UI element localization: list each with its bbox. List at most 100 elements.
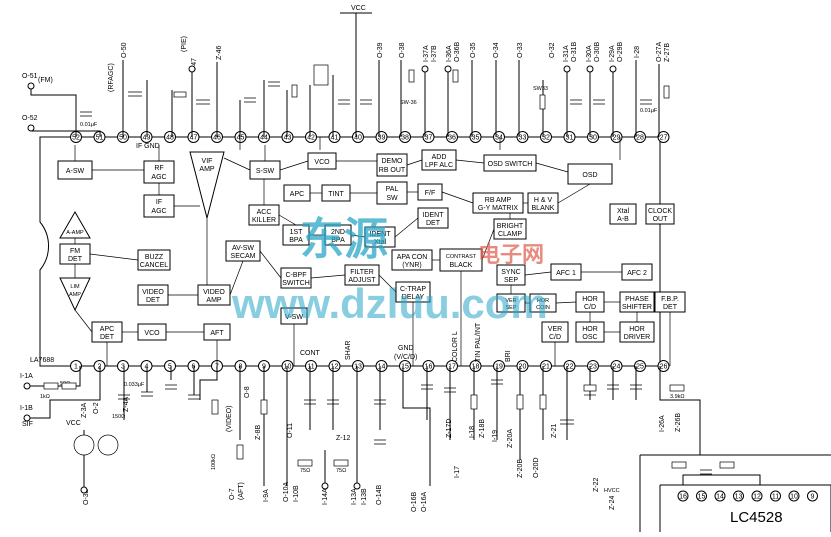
apcdet-l1: APC (100, 326, 114, 333)
bottom-external: I-1A I-1B SIF VCC 1kΩ 50Ω 0.033μF 150Ω Z… (20, 366, 701, 512)
pin-label-15: 15 (401, 364, 409, 371)
sync-l1: SYNC (501, 269, 520, 276)
aft-block-label: AFT (210, 330, 224, 337)
v-sw-label: V-SW (285, 314, 303, 321)
conn-o30b: O-30B (594, 41, 601, 62)
vdet-l1: VIDEO (142, 289, 164, 296)
conn-i1a: I-1A (20, 373, 33, 380)
afc1-label: AFC 1 (556, 270, 576, 277)
pin-13 (733, 490, 744, 502)
vamp-l1: VIDEO (203, 289, 225, 296)
lc4528-name: LC4528 (730, 509, 783, 526)
conn-i19: I-19 (492, 430, 499, 442)
demo-l1: DEMO (382, 158, 404, 165)
pin-14 (714, 490, 726, 502)
aft-paren-label: (AFT) (238, 482, 245, 500)
pin-label-34: 34 (495, 135, 503, 142)
la7688-chip: LA7688 (30, 136, 661, 367)
pin-label-11: 11 (772, 494, 779, 501)
apcdet-l2: DET (100, 334, 115, 341)
conn-z20b: Z-20B (517, 459, 524, 478)
pin-label-28: 28 (636, 135, 644, 142)
conn-o33: O-33 (517, 42, 524, 58)
conn-i17: I-17 (454, 466, 461, 478)
conn-z4a: Z-4A (123, 397, 130, 413)
pin-label-12: 12 (331, 364, 339, 371)
buzz-l2: CANCEL (140, 262, 169, 269)
conn-o3b: O-3B (83, 488, 90, 505)
xtal-ab-block (609, 203, 637, 225)
conn-o14b: O-14B (376, 484, 383, 505)
rb-amp-l2: G-Y MATRIX (478, 205, 519, 212)
conn-z26b: Z-26B (675, 413, 682, 432)
gnd-label: GND (398, 345, 414, 352)
vif-amp-l2: AMP (199, 166, 215, 173)
pin-15 (696, 490, 707, 502)
sync-l2: SEP (504, 277, 518, 284)
clock-out-block (645, 203, 675, 225)
vif-amp-triangle (189, 151, 225, 219)
conn-o38: O-38 (399, 42, 406, 58)
pin-15 (399, 360, 411, 372)
conn-z18b: Z-18B (479, 419, 486, 438)
pin-label-16: 16 (425, 364, 433, 371)
pin-label-43: 43 (284, 135, 292, 142)
hosc-l2: OSC (582, 334, 597, 341)
res-150: 150Ω (112, 414, 125, 420)
hdrv-l1: HOR (629, 326, 645, 333)
hcoin-l1: HOR (537, 298, 549, 304)
pin-26 (657, 360, 670, 372)
rfagc-label: (RFAGC) (108, 63, 115, 92)
pin-label-29: 29 (613, 135, 621, 142)
hvcc-label: HVCC (604, 488, 620, 494)
phase-l2: SHIFTER (622, 304, 652, 311)
vif-amp-l1: VIF (202, 158, 213, 165)
pin-12 (328, 360, 341, 372)
apa-l2: (YNR) (402, 262, 421, 269)
pin-29 (610, 131, 623, 143)
cap-0033: 0.033μF (124, 382, 145, 388)
pin-label-22: 22 (566, 364, 574, 371)
pin-41 (328, 131, 341, 143)
color-l-label: COLOR L (452, 331, 459, 362)
pin-label-50: 50 (119, 135, 127, 142)
cap-top-1: 0.01μF (80, 122, 98, 128)
ident-det-l2: DET (426, 220, 441, 227)
pin-28 (634, 131, 646, 143)
conn-o10a: O-10A (283, 481, 290, 502)
conn-o11: O-11 (287, 423, 294, 438)
pin-label-15: 15 (698, 494, 706, 501)
pin-42 (305, 131, 317, 143)
pin-14 (375, 360, 388, 372)
pin-47 (187, 131, 200, 143)
afc2-label: AFC 2 (627, 270, 647, 277)
pin-label-13: 13 (735, 494, 743, 501)
pin-18 (469, 360, 482, 372)
pin-label-16: 16 (679, 494, 687, 501)
pin-19 (493, 360, 505, 372)
conn-o8: O-8 (244, 386, 251, 398)
shar-label: SHAR (345, 341, 352, 360)
filter-l1: FILTER (350, 269, 374, 276)
conn-o16b: O-16B (411, 491, 418, 512)
a-sw-label: A-SW (66, 168, 85, 175)
av-sw-l2: SECAM (231, 253, 256, 260)
rf-agc-l1: RF (154, 165, 163, 172)
video-paren-label: (VIDEO) (226, 406, 233, 432)
pin-13 (352, 360, 364, 372)
conn-o2: O-2 (93, 402, 100, 414)
xtal-ab-l2: A-B (617, 216, 629, 223)
conn-o39: O-39 (377, 42, 384, 58)
internal-wiring (74, 137, 671, 366)
pin-27 (657, 131, 670, 143)
pin-label-49: 49 (143, 135, 151, 142)
cap-top-2: 0.01μF (640, 108, 658, 114)
conn-z22: Z-22 (593, 478, 600, 493)
pin-label-27: 27 (660, 135, 668, 142)
acc-killer-l1: ACC (257, 209, 272, 216)
conn-o36b: O-36B (454, 41, 461, 62)
pin-24 (610, 360, 623, 372)
rb-amp-l1: RB AMP (485, 197, 512, 204)
vcd-l1: VER (548, 326, 562, 333)
pin-label-3: 3 (121, 364, 125, 371)
